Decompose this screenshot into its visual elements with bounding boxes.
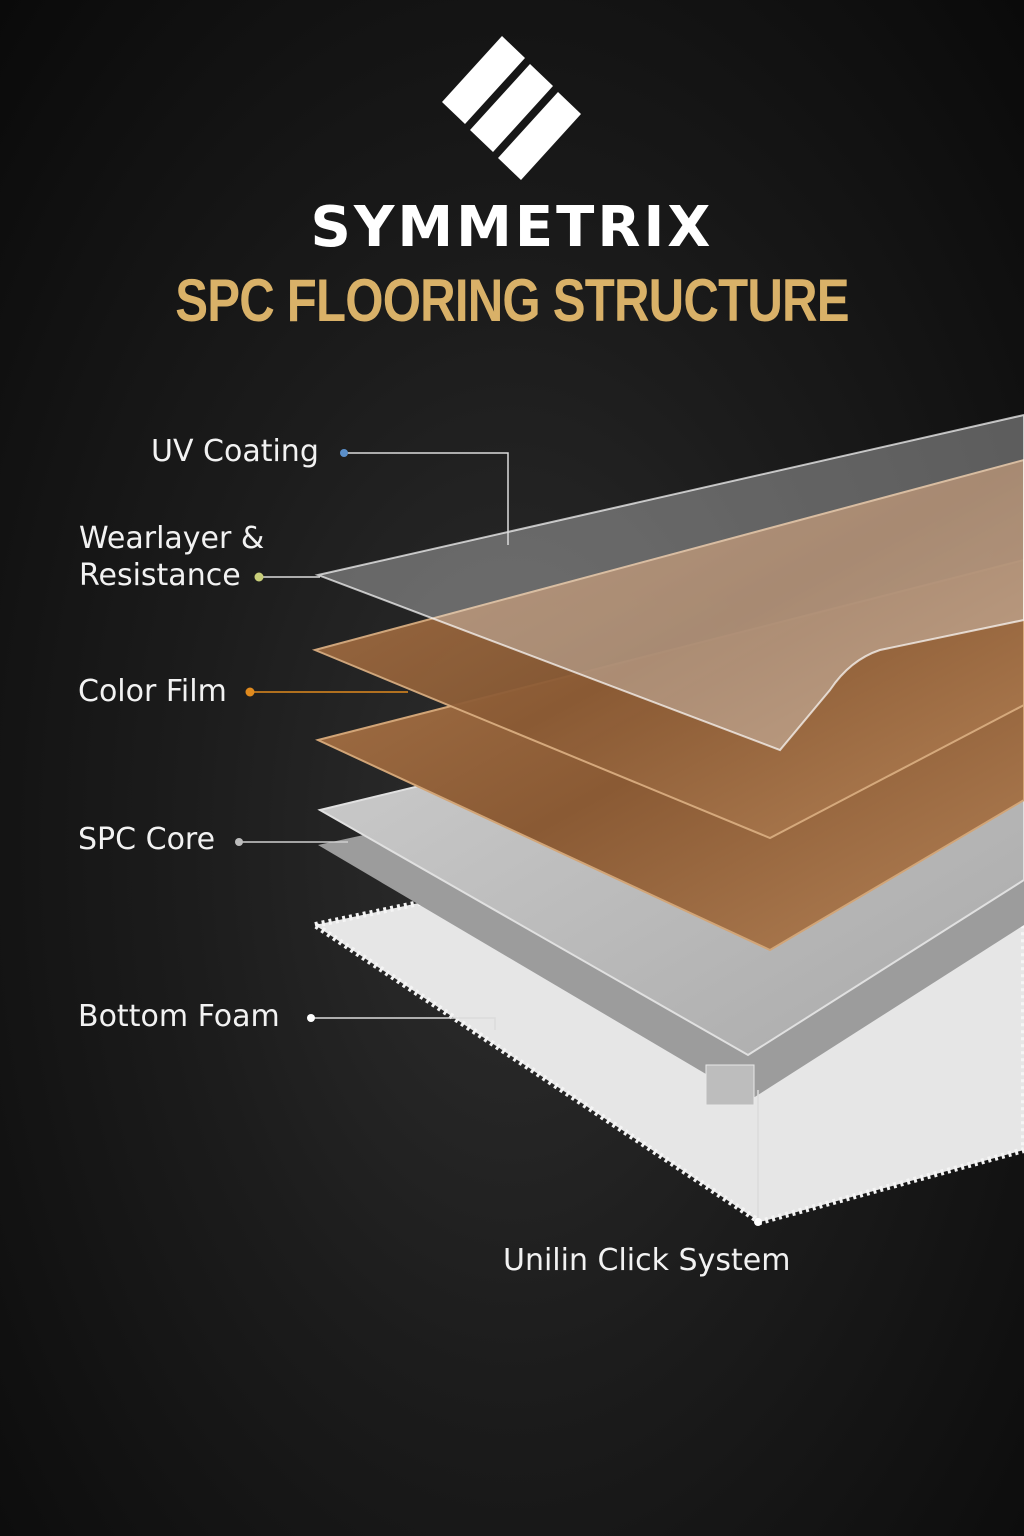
bottom-foam-dot xyxy=(307,1014,315,1022)
color-film-dot xyxy=(245,687,255,697)
page-title: SPC FLOORING STRUCTURE xyxy=(175,267,849,334)
spc-core-dot xyxy=(235,838,243,846)
leader-lines xyxy=(239,452,759,1222)
label-uv-coating: UV Coating xyxy=(151,434,319,469)
brand-name: SYMMETRIX xyxy=(310,195,714,260)
label-color-film: Color Film xyxy=(78,674,227,709)
symmetrix-logo-icon xyxy=(442,36,581,180)
wearlayer-dot xyxy=(254,572,264,582)
label-wearlayer-line1: Wearlayer & xyxy=(79,521,265,556)
uv-coating-leader xyxy=(344,452,509,545)
label-spc-core: SPC Core xyxy=(78,822,216,857)
color-film-layer xyxy=(311,458,1024,840)
label-click-system: Unilin Click System xyxy=(503,1243,791,1278)
click-system-dot xyxy=(754,1218,762,1226)
uv-coating-dot xyxy=(340,449,348,457)
click-joint xyxy=(705,1064,755,1106)
label-wearlayer-line2: Resistance xyxy=(79,558,241,593)
bottom-foam-leader xyxy=(311,1017,496,1030)
label-bottom-foam: Bottom Foam xyxy=(78,999,280,1034)
wearlayer-clear-film xyxy=(314,413,1024,752)
